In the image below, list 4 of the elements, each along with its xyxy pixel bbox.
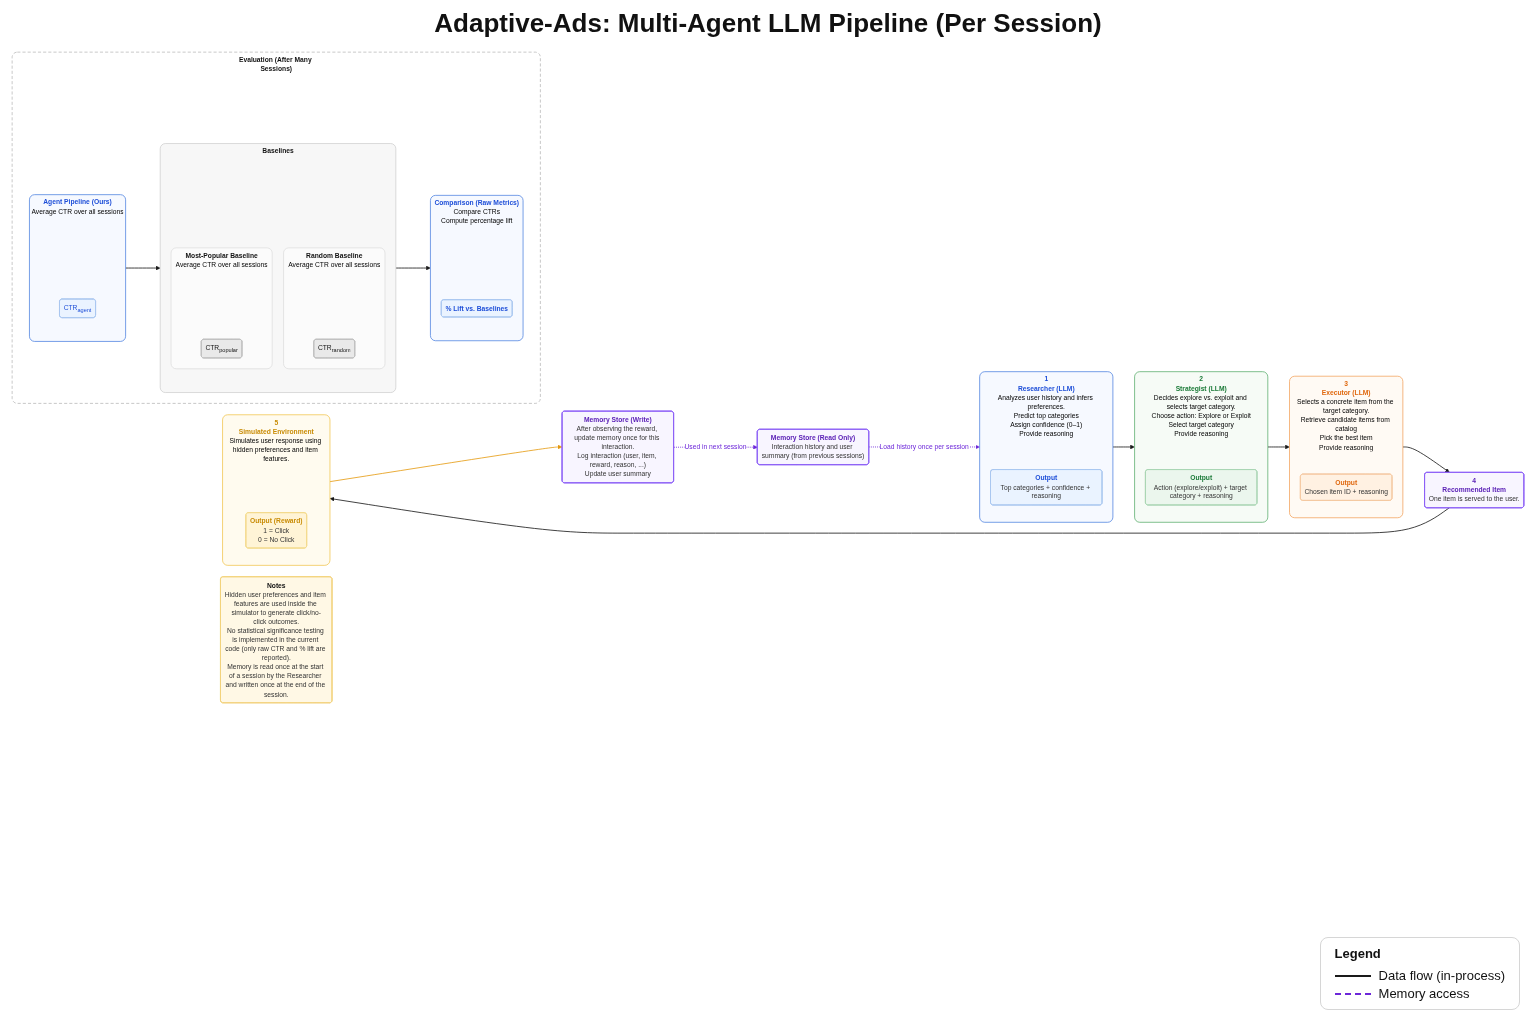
legend-heading: Legend — [1334, 946, 1381, 961]
legend-text: Data flow (in-process) — [1378, 968, 1505, 983]
diagram-title: Adaptive-Ads: Multi-Agent LLM Pipeline (Per Session) — [434, 8, 1102, 39]
legend-text: Memory access — [1378, 986, 1470, 1001]
